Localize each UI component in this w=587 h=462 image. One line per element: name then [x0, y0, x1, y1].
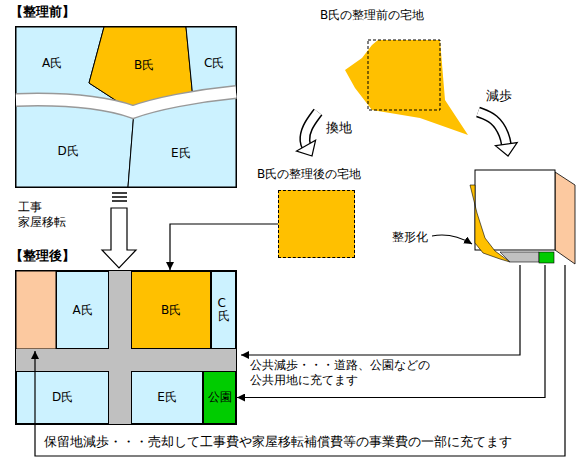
connector — [478, 112, 517, 156]
curved-arrow-body — [305, 112, 318, 148]
parcel: C氏 — [211, 271, 236, 349]
leader-arrow — [237, 265, 545, 398]
parcel: A氏 — [56, 271, 109, 349]
edge-label: 公共減歩・・・道路、公園などの 公共用地に充てます — [250, 358, 450, 388]
parcel-outline — [89, 27, 193, 107]
map-heading: 【整理前】 — [10, 4, 230, 20]
map-after: 【整理後】A氏B氏C氏D氏E氏公園 — [15, 270, 237, 425]
cut-corner — [470, 185, 510, 262]
parcel: B氏 — [131, 271, 211, 349]
edge-label: 減歩 — [486, 88, 512, 104]
curved-arrow-body — [478, 112, 507, 147]
owner-label: C氏 — [204, 56, 224, 70]
figure-heading: B氏の整理後の宅地 — [257, 167, 361, 181]
parcel-outline — [16, 101, 134, 187]
arrow-stripes — [112, 193, 127, 201]
road-edge — [16, 92, 236, 112]
owner-label: B氏 — [134, 58, 154, 72]
owner-label: D氏 — [58, 144, 79, 158]
map-before: 【整理前】A氏B氏C氏D氏E氏 — [15, 26, 237, 188]
lot-figure — [465, 163, 580, 265]
parcel: C氏 — [186, 27, 236, 99]
reserve-leader — [35, 265, 565, 456]
road — [16, 92, 236, 112]
reshaped-lot — [475, 170, 555, 250]
park-label: 公園 — [208, 390, 232, 404]
edge-label: 工事 家屋移転 — [18, 200, 72, 230]
road — [109, 271, 131, 424]
parcel: E氏 — [128, 91, 236, 187]
lot-figure — [335, 24, 475, 142]
parcel-shape — [16, 27, 126, 107]
lot-shape — [345, 40, 468, 135]
connector — [170, 224, 278, 270]
lot-after: B氏の整理後の宅地 — [278, 190, 355, 258]
parcel: D氏 — [16, 101, 134, 187]
owner-label: A氏 — [72, 303, 92, 317]
curved-arrow-outline — [305, 112, 318, 148]
arrow-head — [296, 140, 315, 156]
curved-arrow-outline — [478, 112, 507, 147]
parcel: B氏 — [89, 27, 193, 107]
owner-label: A氏 — [42, 56, 62, 70]
connector — [296, 112, 318, 156]
leader-arrow — [170, 224, 278, 270]
dashed-outline — [368, 40, 440, 110]
arrow-head — [495, 143, 517, 156]
park-share — [539, 252, 554, 263]
owner-label: C氏 — [218, 297, 230, 323]
reserve-land — [16, 271, 56, 349]
edge-label: 換地 — [326, 120, 352, 136]
parcel: E氏 — [131, 371, 203, 424]
owner-label: E氏 — [157, 390, 177, 404]
road-share — [500, 252, 539, 262]
parcel: D氏 — [16, 371, 109, 424]
note: 保留地減歩・・・売却して工事費や家屋移転補償費等の事業費の一部に充てます — [44, 434, 512, 450]
owner-label: B氏 — [161, 303, 181, 317]
parcel-outline — [128, 91, 236, 187]
reshape-arrow — [432, 235, 472, 244]
block-arrow — [102, 208, 136, 268]
park: 公園 — [203, 371, 236, 424]
owner-label: D氏 — [52, 390, 73, 404]
road — [16, 349, 236, 371]
parcel-outline — [186, 27, 236, 99]
parcel: A氏 — [16, 27, 126, 107]
reserve-strip — [555, 172, 575, 264]
connector — [237, 265, 545, 398]
map-heading: 【整理後】 — [10, 248, 230, 264]
map-ground — [16, 27, 236, 187]
figure-heading: B氏の整理前の宅地 — [320, 8, 424, 22]
figure-label: 整形化 — [392, 230, 428, 244]
lot-reduction: 整形化 — [385, 160, 580, 265]
owner-label: E氏 — [171, 146, 191, 160]
parcel-outline — [16, 27, 126, 107]
road-leader — [241, 265, 520, 355]
parcel-shape — [128, 91, 236, 187]
connector — [102, 208, 136, 268]
